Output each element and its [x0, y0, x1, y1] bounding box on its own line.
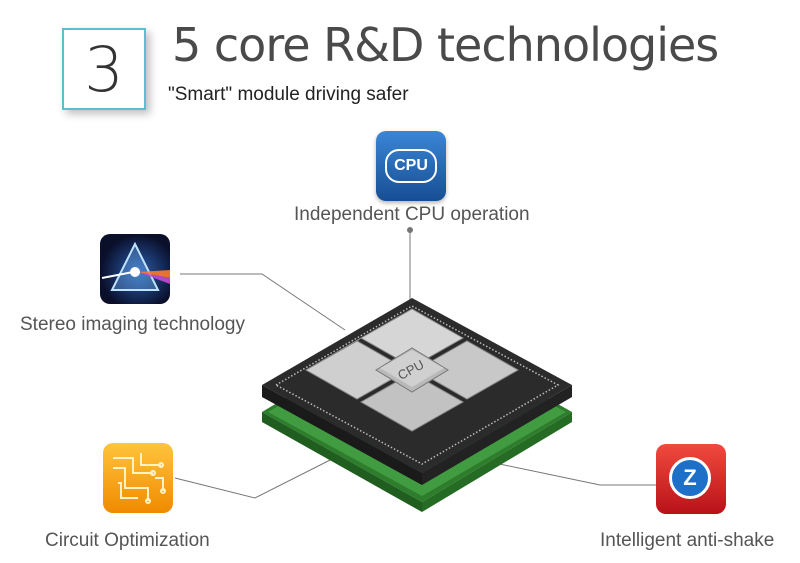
feature-label-cpu: Independent CPU operation	[294, 204, 530, 225]
feature-label-stereo: Stereo imaging technology	[20, 314, 245, 335]
connector-circuit	[174, 454, 341, 499]
connector-antishake	[489, 461, 660, 486]
tile-bottom	[359, 372, 465, 432]
feature-label-circuit: Circuit Optimization	[45, 530, 210, 551]
chip-tiles	[304, 308, 520, 432]
cpu-icon-text: CPU	[385, 149, 437, 183]
prism-icon	[100, 234, 170, 304]
page-title: 5 core R&D technologies	[172, 18, 719, 72]
tile-right	[414, 340, 520, 400]
section-number-box: 3	[62, 28, 146, 110]
tile-top	[359, 308, 465, 368]
connector-lines	[174, 228, 660, 499]
anti-shake-icon: Z	[656, 444, 726, 514]
cpu-icon: CPU	[376, 131, 446, 201]
section-number: 3	[84, 32, 124, 106]
connector-stereo	[180, 273, 346, 331]
page-subtitle: "Smart" module driving safer	[168, 84, 409, 105]
connector-dot	[407, 227, 413, 233]
anti-shake-icon-text: Z	[669, 457, 711, 499]
circuit-icon	[103, 443, 173, 513]
feature-label-antishake: Intelligent anti-shake	[600, 530, 775, 551]
